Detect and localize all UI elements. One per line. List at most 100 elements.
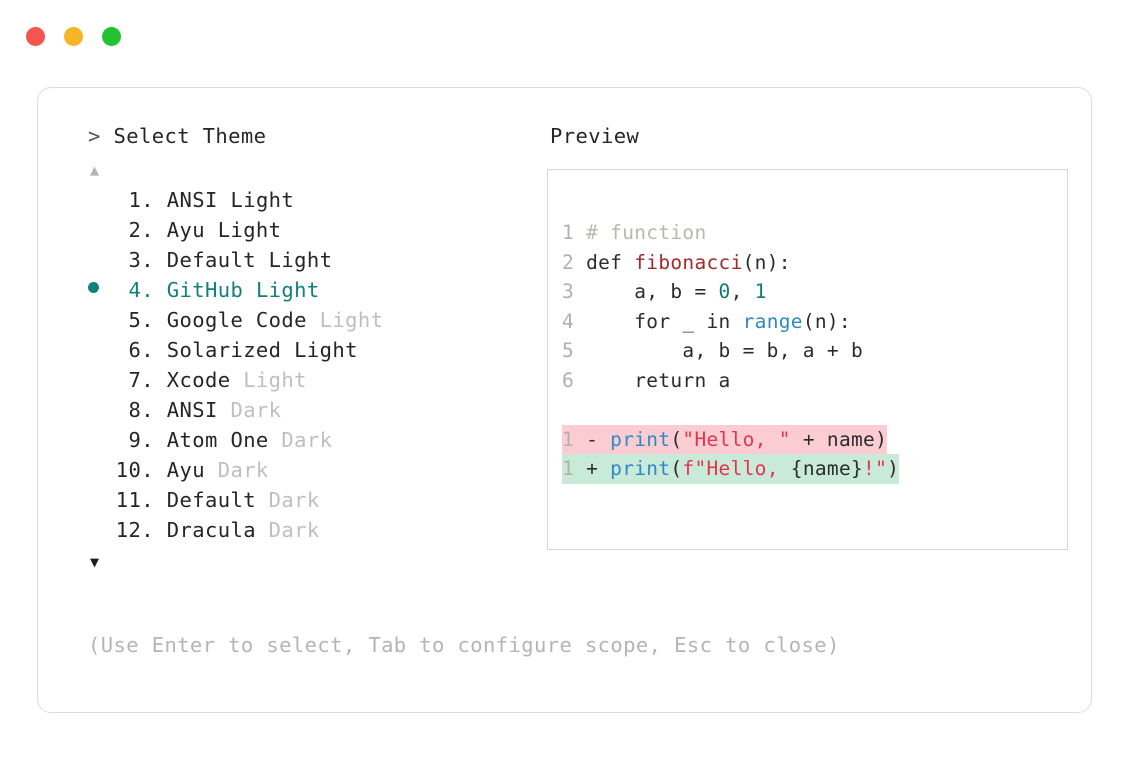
code-number: 0 [718, 280, 731, 303]
bullet-dot-icon [88, 282, 99, 293]
theme-list-item[interactable]: 1. ANSI Light [88, 185, 539, 215]
code-comment: # function [574, 221, 707, 244]
code-line-4: 4 for _ in range(n): [548, 307, 1067, 337]
theme-item-variant: Light [204, 218, 282, 242]
theme-item-name: Default [154, 488, 256, 512]
code-line-2: 2 def fibonacci(n): [548, 248, 1067, 278]
theme-item-name: Default [154, 248, 256, 272]
theme-item-number: 4. [128, 278, 154, 302]
code-fstring-expr: {name} [790, 457, 864, 480]
theme-item-number: 11. [115, 488, 154, 512]
line-number: 1 [562, 457, 575, 480]
code-line-6: 6 return a [548, 366, 1067, 396]
theme-item-number: 6. [128, 338, 154, 362]
theme-item-number: 5. [128, 308, 154, 332]
diff-plus-sign: + [574, 457, 611, 480]
close-icon[interactable] [26, 26, 45, 46]
diff-line-added: 1 + print(f"Hello, {name}!") [548, 454, 1067, 484]
window-titlebar [0, 0, 1129, 72]
code-plain: ) [887, 457, 900, 480]
code-string: f"Hello, [682, 457, 791, 480]
theme-item-number: 3. [128, 248, 154, 272]
scroll-up-icon[interactable]: ▲ [90, 161, 100, 179]
line-number: 2 [562, 250, 575, 274]
line-number: 1 [562, 221, 575, 244]
code-plain: ( [670, 457, 683, 480]
diff-line-removed: 1 - print("Hello, " + name) [548, 424, 1067, 454]
code-line-1: 1 # function [548, 218, 1067, 248]
theme-item-number: 12. [115, 518, 154, 542]
theme-list-item[interactable]: 3. Default Light [88, 245, 539, 275]
scroll-down-icon[interactable]: ▼ [90, 553, 100, 571]
minimize-icon[interactable] [64, 26, 83, 46]
keyboard-hint: (Use Enter to select, Tab to configure s… [88, 633, 840, 657]
code-call: print [610, 427, 671, 451]
theme-item-number: 8. [128, 398, 154, 422]
theme-item-name: Xcode [154, 368, 231, 392]
theme-item-name: Ayu [154, 218, 205, 242]
theme-list-item[interactable]: 10. Ayu Dark [88, 455, 539, 485]
line-number: 1 [562, 427, 575, 451]
code-blank-line [548, 395, 1067, 425]
theme-list-item[interactable]: 12. Dracula Dark [88, 515, 539, 545]
theme-item-number: 2. [128, 218, 154, 242]
theme-item-variant: Dark [204, 458, 269, 482]
line-number: 3 [562, 280, 575, 303]
theme-item-variant: Dark [255, 488, 320, 512]
theme-list-item[interactable]: 2. Ayu Light [88, 215, 539, 245]
diff-removed-highlight: 1 - print("Hello, " + name) [562, 424, 888, 454]
code-plain: a, b = b, a + b [574, 339, 864, 362]
code-keyword: def [574, 250, 635, 274]
theme-list-item[interactable]: 5. Google Code Light [88, 305, 539, 335]
theme-item-name: Google Code [154, 308, 307, 332]
line-number: 4 [562, 309, 575, 333]
code-call: print [610, 457, 671, 480]
maximize-icon[interactable] [102, 26, 121, 46]
code-plain: ( [670, 427, 683, 451]
theme-list-item[interactable]: 11. Default Dark [88, 485, 539, 515]
theme-item-name: Ayu [154, 458, 205, 482]
theme-item-variant: Light [306, 308, 384, 332]
code-number: 1 [754, 280, 767, 303]
theme-list-item[interactable]: 6. Solarized Light [88, 335, 539, 365]
code-keyword: return a [574, 368, 731, 392]
code-string: !" [863, 457, 888, 480]
theme-list-item[interactable]: 7. Xcode Light [88, 365, 539, 395]
code-plain: (n): [802, 309, 851, 333]
code-function-name: fibonacci [634, 250, 743, 274]
page-title: > Select Theme [88, 121, 539, 151]
theme-list-item[interactable]: 9. Atom One Dark [88, 425, 539, 455]
code-line-3: 3 a, b = 0, 1 [548, 277, 1067, 307]
theme-item-number: 10. [115, 458, 154, 482]
theme-list-item[interactable]: 4. GitHub Light [88, 275, 539, 305]
theme-item-variant: Dark [255, 518, 320, 542]
code-builtin: range [742, 309, 803, 333]
theme-item-variant: Dark [217, 398, 282, 422]
theme-item-name: GitHub [154, 278, 244, 302]
diff-added-highlight: 1 + print(f"Hello, {name}!") [562, 454, 900, 484]
diff-minus-sign: - [574, 427, 611, 451]
theme-item-name: Dracula [154, 518, 256, 542]
theme-item-variant: Dark [268, 428, 333, 452]
theme-item-variant: Light [230, 368, 307, 392]
theme-item-name: ANSI [154, 398, 218, 422]
code-line-5: 5 a, b = b, a + b [548, 336, 1067, 366]
selected-bullet-icon [88, 275, 114, 305]
line-number: 6 [562, 368, 575, 392]
theme-item-number: 7. [128, 368, 154, 392]
code-plain: a, b = [574, 280, 719, 303]
theme-item-variant: Light [255, 248, 333, 272]
theme-list-item[interactable]: 8. ANSI Dark [88, 395, 539, 425]
theme-item-variant: Light [281, 338, 358, 362]
page-title-text: Select Theme [100, 124, 267, 148]
theme-item-variant: Light [243, 278, 320, 302]
theme-item-name: Solarized [154, 338, 282, 362]
